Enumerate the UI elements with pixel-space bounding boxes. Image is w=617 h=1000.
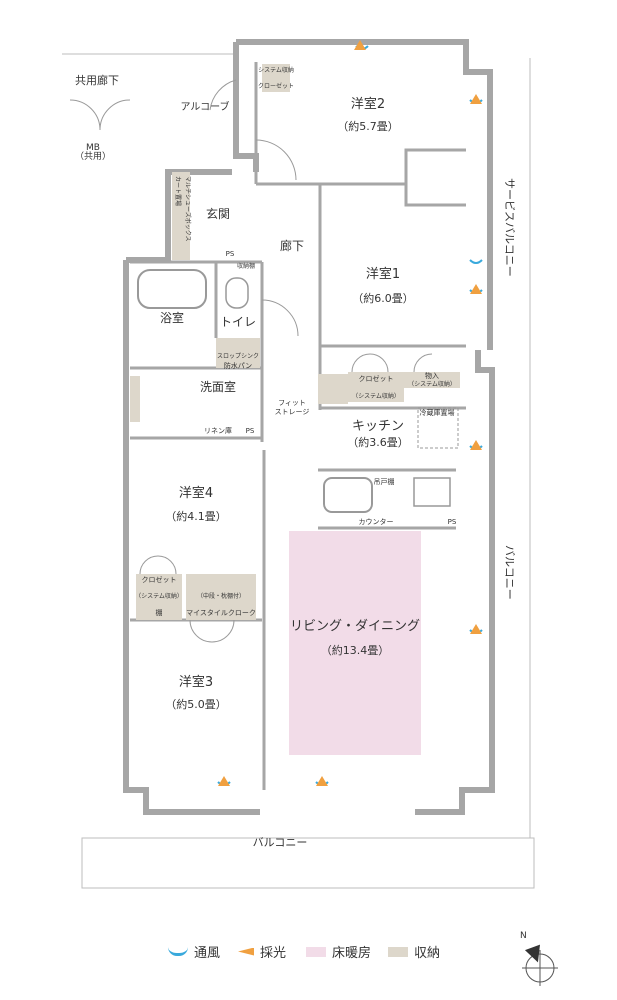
linen-label: リネン庫: [204, 426, 232, 435]
counter-label: カウンター: [359, 517, 394, 526]
room-hallway: 廊下: [280, 238, 304, 253]
floor-heating-area: [289, 531, 421, 755]
room-yoshitsu1-size: （約6.0畳）: [352, 291, 414, 305]
my-style-cloak-sub-label: （中段・枕棚付）: [197, 592, 245, 600]
room-yoshitsu1-name: 洋室1: [366, 266, 400, 282]
alcove-label: アルコーブ: [180, 100, 229, 113]
compass: N: [520, 931, 558, 986]
mb-label-bottom: （共用）: [75, 151, 111, 162]
door-swings: [69, 79, 433, 643]
shoe-box-label2: マルチシューズボックス: [184, 176, 192, 242]
closet-y4-label: クロゼット: [142, 575, 177, 584]
daylight-markers: [218, 40, 482, 786]
balcony-right-label: バルコニー: [503, 545, 516, 600]
closet-y4-sub-label: （システム収納）: [135, 592, 183, 600]
storage-shelf-label: 収納棚: [237, 262, 255, 270]
mb-label-top: MB: [86, 143, 100, 153]
bathtub: [137, 269, 207, 309]
ps-label-entrance: PS: [226, 250, 235, 258]
legend-daylight: 採光: [238, 942, 286, 961]
legend-floor-heating-label: 床暖房: [332, 946, 372, 961]
closet-y1-label: クロゼット: [359, 374, 394, 383]
room-yoshitsu2-size: （約5.7畳）: [337, 119, 399, 133]
shoe-box-label1: カート置場: [174, 176, 182, 206]
monoire-sub-label: （システム収納）: [408, 380, 456, 388]
room-yoshitsu3-size: （約5.0畳）: [165, 697, 227, 711]
balcony-bottom-label: バルコニー: [253, 836, 308, 849]
shelf-label: 棚: [156, 608, 163, 617]
kitchen-sink: [323, 477, 373, 513]
ps-label-kitchen: PS: [448, 518, 457, 526]
legend-storage: 収納: [388, 942, 440, 961]
compass-north-label: N: [520, 931, 527, 941]
room-washroom: 洗面室: [200, 379, 236, 394]
room-kitchen-name: キッチン: [352, 419, 404, 434]
service-balcony-label: サービスバルコニー: [503, 178, 516, 277]
storage-swatch: [388, 946, 408, 957]
room-yoshitsu2-name: 洋室2: [351, 96, 385, 112]
legend-ventilation: 通風: [168, 942, 220, 961]
fridge-label: 冷蔵庫置場: [420, 408, 455, 417]
room-entrance: 玄関: [206, 206, 230, 221]
toilet-fixture: [225, 277, 249, 309]
stove: [413, 477, 451, 507]
room-kitchen-size: （約3.6畳）: [347, 435, 409, 449]
storage-areas: [130, 64, 460, 620]
fit-storage-label2: ストレージ: [275, 408, 310, 416]
ps-label-washroom: PS: [246, 427, 255, 435]
monoire-label: 物入: [425, 371, 439, 380]
my-style-cloak-label: マイスタイルクローク: [186, 608, 256, 617]
common-corridor-label: 共用廊下: [75, 73, 119, 87]
fridge-space: [417, 407, 459, 449]
legend-daylight-label: 採光: [260, 946, 287, 961]
washer-pan-label: 防水パン: [224, 361, 252, 370]
legend-floor-heating: 床暖房: [306, 942, 371, 961]
system-closet-small-label2: クローゼット: [258, 82, 294, 90]
legend-ventilation-label: 通風: [194, 946, 221, 961]
room-toilet: トイレ: [220, 315, 256, 329]
system-closet-small-label1: システム収納: [258, 66, 294, 74]
room-yoshitsu4-size: （約4.1畳）: [165, 509, 227, 523]
room-living-name: リビング・ダイニング: [290, 619, 420, 634]
ventilation-icon: [168, 947, 188, 956]
room-yoshitsu3-name: 洋室3: [179, 674, 213, 690]
bottom-balcony-outline: [81, 837, 535, 889]
daylight-icon: [238, 947, 254, 956]
fit-storage-label1: フィット: [278, 399, 306, 407]
closet-y1-sub-label: （システム収納）: [352, 392, 400, 400]
slop-sink-label: スロップシンク: [217, 353, 259, 360]
exterior-walls: [123, 39, 495, 815]
legend-storage-label: 収納: [414, 946, 441, 961]
room-yoshitsu4-name: 洋室4: [179, 485, 213, 501]
room-living-size: （約13.4畳）: [321, 643, 390, 657]
hanging-cabinet-label: 吊戸棚: [374, 477, 395, 486]
room-bath: 浴室: [160, 310, 184, 325]
floor-heating-swatch: [306, 946, 326, 957]
